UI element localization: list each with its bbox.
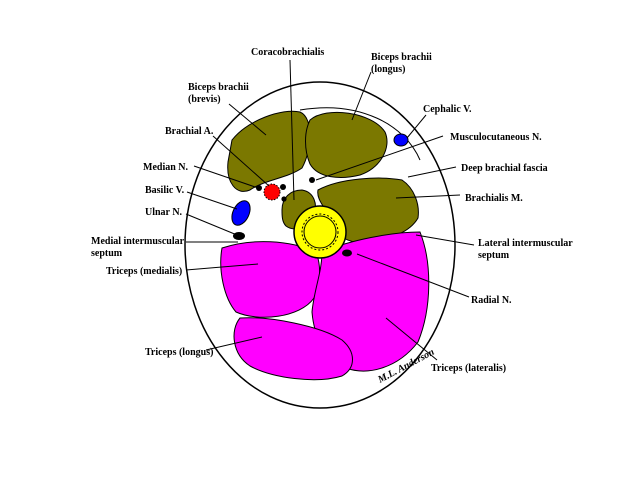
brachial-artery <box>263 183 281 201</box>
deep-fascia-line <box>299 107 421 161</box>
cephalic-vein <box>393 133 409 147</box>
label-lateral-septum-2: septum <box>478 250 510 261</box>
ulnar-nerve <box>233 232 245 240</box>
label-cephalic-v: Cephalic V. <box>423 104 472 115</box>
label-triceps-lateralis: Triceps (lateralis) <box>431 363 506 374</box>
label-deep-brachial-fascia: Deep brachial fascia <box>461 163 548 174</box>
humerus-marrow <box>303 215 337 249</box>
label-radial-n: Radial N. <box>471 295 512 306</box>
label-medial-septum-2: septum <box>91 248 123 259</box>
musculocutaneous-nerve <box>309 177 315 183</box>
label-triceps-longus: Triceps (longus) <box>145 347 213 358</box>
biceps-longus-muscle <box>305 111 388 178</box>
radial-nerve <box>342 249 352 257</box>
label-biceps-longus-2: (longus) <box>371 64 405 75</box>
triceps-lateralis-muscle <box>311 231 430 372</box>
label-triceps-medialis: Triceps (medialis) <box>106 266 182 277</box>
label-coracobrachialis: Coracobrachialis <box>251 47 324 58</box>
label-basilic-v: Basilic V. <box>145 185 185 196</box>
label-median-n: Median N. <box>143 162 189 173</box>
label-biceps-brevis-1: Biceps brachii <box>188 82 249 93</box>
leader-lines <box>185 59 475 361</box>
label-brachial-a: Brachial A. <box>165 126 214 137</box>
label-lateral-septum-1: Lateral intermuscular <box>478 238 573 249</box>
median-nerve-2 <box>280 184 286 190</box>
label-medial-septum-1: Medial intermuscular <box>91 236 185 247</box>
label-brachialis-m: Brachialis M. <box>465 193 523 204</box>
label-biceps-brevis-2: (brevis) <box>188 94 221 105</box>
humerus-bone-ring <box>301 213 339 251</box>
label-ulnar-n: Ulnar N. <box>145 207 183 218</box>
label-biceps-longus-1: Biceps brachii <box>371 52 432 63</box>
basilic-vein <box>231 200 251 226</box>
label-musculocutaneous-n: Musculocutaneous N. <box>450 132 542 143</box>
triceps-longus-muscle <box>233 317 353 381</box>
biceps-brevis-muscle <box>227 110 311 192</box>
median-nerve-3 <box>281 196 287 202</box>
